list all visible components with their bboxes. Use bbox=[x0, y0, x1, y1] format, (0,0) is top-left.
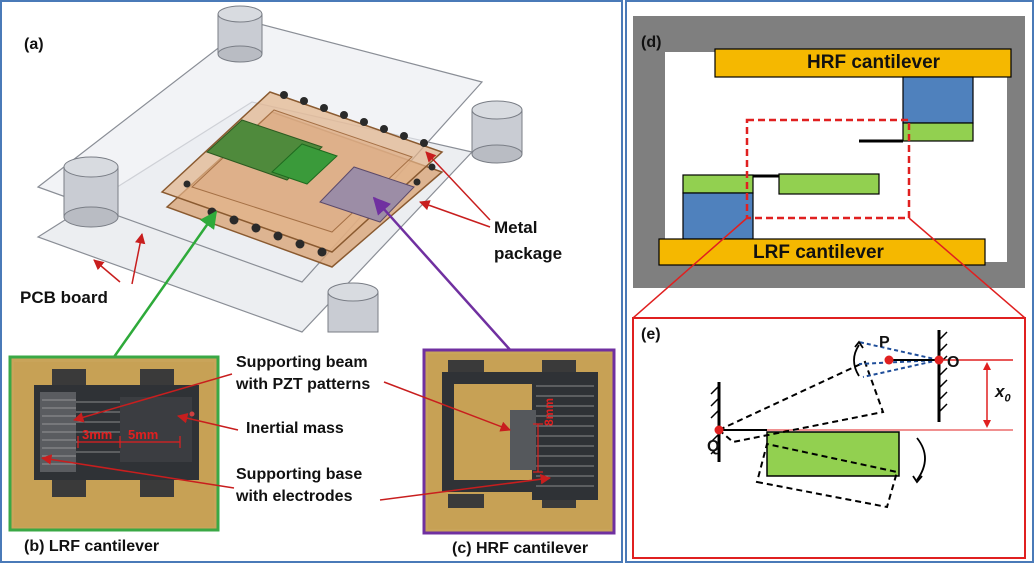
x0-symbol: x bbox=[995, 382, 1005, 401]
dim-5mm: 5mm bbox=[128, 427, 159, 442]
pcb-arrow bbox=[131, 232, 146, 285]
standoff-cylinder bbox=[327, 282, 379, 333]
mass-deflected-down bbox=[755, 442, 899, 509]
panel-a-label: (a) bbox=[24, 36, 44, 53]
inertial-mass-label: Inertial mass bbox=[246, 420, 344, 437]
zoom-line-right bbox=[908, 217, 1026, 319]
lrf-pointer-arrow bbox=[112, 210, 218, 358]
rotation-arrow-mass bbox=[916, 437, 926, 481]
point-p-label: P bbox=[879, 334, 890, 351]
standoff-cylinder bbox=[471, 100, 523, 164]
photo-hrf-cantilever bbox=[422, 348, 616, 535]
package-holes bbox=[183, 91, 436, 257]
point-q bbox=[714, 425, 724, 435]
beam-arrow-hrf bbox=[383, 381, 511, 432]
point-q-label: Q bbox=[707, 438, 720, 455]
right-panel-drawing bbox=[632, 16, 1026, 559]
pcb-board-label: PCB board bbox=[20, 288, 108, 307]
point-o bbox=[934, 355, 944, 365]
dim-3mm: 3mm bbox=[82, 427, 113, 442]
metal-package-label: Metal package bbox=[494, 218, 562, 264]
left-panel-drawing bbox=[8, 5, 616, 535]
hrf-cantilever-bar bbox=[714, 48, 1012, 78]
beam-arrow-lrf bbox=[72, 373, 233, 423]
panel-e-label: (e) bbox=[641, 326, 661, 343]
panel-d-label: (d) bbox=[641, 34, 662, 51]
supporting-base-line2: with electrodes bbox=[236, 488, 353, 505]
x0-label: x0 bbox=[995, 382, 1011, 404]
right-panel: (d) HRF cantilever LRF cantilever (e) P … bbox=[625, 0, 1034, 563]
package-arrow bbox=[419, 200, 491, 228]
metal-package-line2: package bbox=[494, 244, 563, 263]
point-p bbox=[884, 355, 894, 365]
standoff-cylinder bbox=[63, 156, 119, 228]
supporting-beam-line1: Supporting beam bbox=[236, 354, 368, 371]
lrf-cantilever-label: LRF cantilever bbox=[753, 242, 884, 263]
mass-arrow bbox=[176, 413, 239, 431]
lrf-base-block bbox=[682, 192, 754, 240]
supporting-beam-line2: with PZT patterns bbox=[236, 376, 371, 393]
photo-lrf-cantilever bbox=[8, 355, 220, 532]
base-arrow-hrf bbox=[379, 474, 552, 501]
standoff-cylinder bbox=[217, 5, 263, 63]
metal-package-line1: Metal bbox=[494, 218, 538, 237]
hrf-cantilever-label: HRF cantilever bbox=[807, 52, 941, 73]
hrf-base-block bbox=[902, 76, 974, 124]
base-arrow-lrf bbox=[40, 454, 235, 489]
point-o-label: O bbox=[947, 354, 960, 371]
lrf-chip-on-package bbox=[206, 119, 338, 185]
panel-c-label: (c) HRF cantilever bbox=[452, 540, 589, 557]
left-panel: (a) PCB board Metal package Supporting b… bbox=[0, 0, 623, 563]
supporting-base-label: Supporting base with electrodes bbox=[236, 464, 362, 508]
lrf-cantilever-bar bbox=[658, 238, 986, 266]
mass-deflected-up bbox=[717, 360, 885, 444]
supporting-beam-label: Supporting beam with PZT patterns bbox=[236, 352, 370, 396]
x0-subscript: 0 bbox=[1004, 392, 1011, 405]
hrf-pointer-arrow bbox=[372, 196, 513, 353]
supporting-base-line1: Supporting base bbox=[236, 466, 363, 483]
package-arrow bbox=[425, 151, 491, 221]
lrf-base-top bbox=[682, 174, 754, 194]
zoom-region bbox=[745, 118, 911, 220]
beam-swing bbox=[858, 341, 940, 378]
lrf-mass-block bbox=[778, 173, 880, 195]
dim-8mm: 8mm bbox=[542, 397, 556, 426]
panel-b-label: (b) LRF cantilever bbox=[24, 538, 160, 555]
pcb-arrow bbox=[93, 259, 121, 283]
hrf-mass-block bbox=[902, 122, 974, 142]
zoom-line-left bbox=[632, 217, 748, 319]
mass-block-e bbox=[766, 431, 900, 477]
rotation-arrow-p bbox=[853, 344, 860, 377]
